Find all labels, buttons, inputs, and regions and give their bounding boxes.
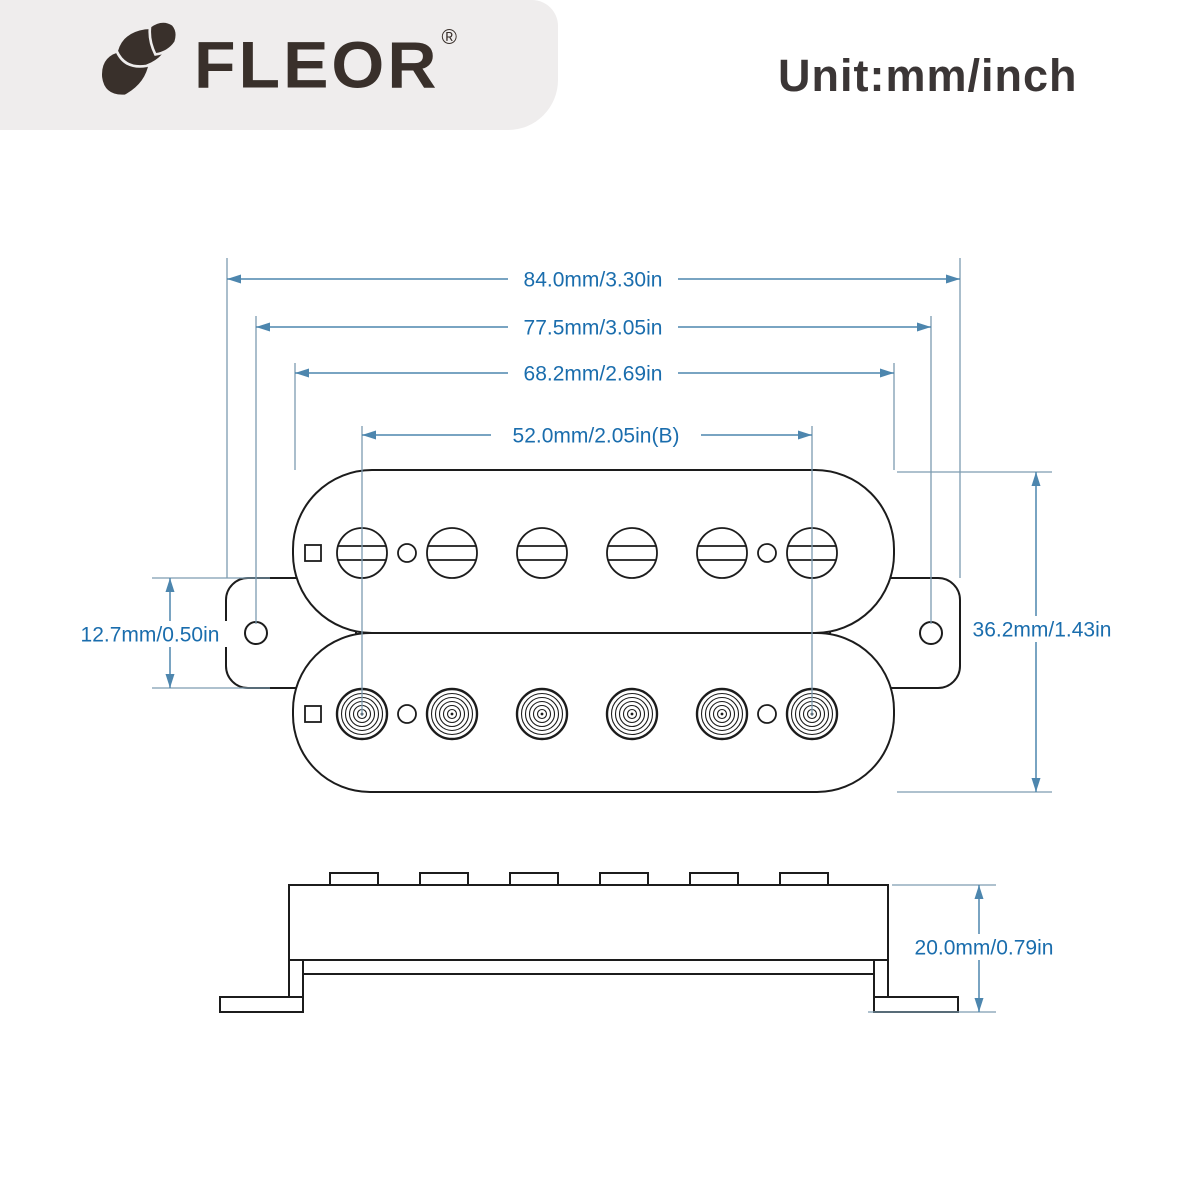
- dim-label-body-height: 36.2mm/1.43in: [973, 619, 1112, 642]
- slug-pole: [515, 687, 569, 741]
- slug-pole: [605, 687, 659, 741]
- adjust-hole-bottom-right: [757, 704, 777, 724]
- screw-poles: [336, 527, 838, 579]
- brand-name: FLEOR: [194, 28, 440, 102]
- screw-pole: [696, 527, 748, 579]
- leaf-icon-svg: [99, 20, 179, 98]
- side-tab: [509, 872, 559, 886]
- adjust-hole-top-right: [757, 543, 777, 563]
- screw-pole: [516, 527, 568, 579]
- dim-label-pole-spacing: 52.0mm/2.05in(B): [513, 425, 680, 448]
- side-leg-right: [873, 959, 889, 998]
- side-tab: [419, 872, 469, 886]
- mount-hole-left: [244, 621, 268, 645]
- side-leg-left: [288, 959, 304, 998]
- side-body: [288, 884, 889, 961]
- pickup-side-view: [219, 872, 959, 1013]
- side-tab: [689, 872, 739, 886]
- pickup-top-view: [225, 469, 961, 793]
- side-foot-left: [219, 996, 304, 1013]
- slug-pole: [695, 687, 749, 741]
- slug-pole: [425, 687, 479, 741]
- dim-label-mount-hole-spacing: 77.5mm/3.05in: [524, 317, 663, 340]
- side-tab: [599, 872, 649, 886]
- dim-label-total-width: 84.0mm/3.30in: [524, 269, 663, 292]
- screw-pole: [606, 527, 658, 579]
- screw-pole: [426, 527, 478, 579]
- adjust-hole-top-left: [397, 543, 417, 563]
- slug-poles: [335, 687, 839, 741]
- mount-hole-right: [919, 621, 943, 645]
- square-marker-bottom: [304, 705, 322, 723]
- extension-lines: [152, 258, 1052, 1013]
- side-tab: [329, 872, 379, 886]
- dim-label-ear-height: 12.7mm/0.50in: [81, 624, 220, 647]
- unit-heading: Unit:mm/inch: [778, 50, 1078, 101]
- brand-logo-card: FLEOR ®: [0, 0, 558, 130]
- dimension-labels: 84.0mm/3.30in 77.5mm/3.05in 68.2mm/2.69i…: [72, 266, 1122, 960]
- bobbin-top: [292, 469, 895, 634]
- adjust-hole-bottom-left: [397, 704, 417, 724]
- bobbin-bottom: [292, 632, 895, 793]
- side-foot-right: [873, 996, 959, 1013]
- square-marker-top: [304, 544, 322, 562]
- dim-label-bobbin-width: 68.2mm/2.69in: [524, 363, 663, 386]
- side-tab: [779, 872, 829, 886]
- leaf-icon: [92, 20, 180, 109]
- dim-label-side-height: 20.0mm/0.79in: [915, 937, 1054, 960]
- registered-trademark-symbol: ®: [441, 26, 457, 49]
